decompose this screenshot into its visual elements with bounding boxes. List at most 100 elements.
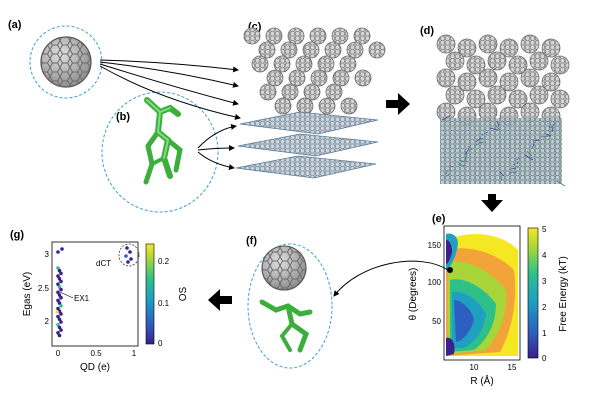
scatter-point [126, 260, 130, 264]
panel-g-ylabel: Egas (eV) [22, 272, 33, 316]
svg-text:0.5: 0.5 [90, 349, 102, 358]
scatter-point [57, 325, 62, 330]
panel-a: (a) [8, 19, 103, 99]
scatter-point [60, 247, 64, 251]
svg-text:0.1: 0.1 [158, 299, 170, 308]
svg-text:100: 100 [428, 278, 442, 287]
arrow-f-to-g [208, 289, 232, 311]
scatter-point [129, 257, 133, 261]
molecule-in-pair [259, 299, 313, 353]
scatter-point [128, 250, 132, 254]
panel-e-ylabel: θ (Degrees) [408, 268, 419, 321]
svg-text:3: 3 [542, 277, 547, 286]
scatter-point [59, 328, 63, 332]
scatter-point [56, 266, 60, 270]
dashed-ellipse-b [101, 91, 219, 213]
panel-g: (g) dCT EX1 3 2.5 2 0 0.5 1 QD (e) Egas … [10, 229, 189, 373]
panel-g-y-ticks: 3 2.5 2 [38, 250, 50, 326]
free-energy-map [446, 233, 518, 356]
arrow-c-to-d [386, 93, 410, 115]
scatter-point [59, 304, 63, 308]
svg-text:3: 3 [45, 250, 50, 259]
scatter-point [56, 250, 60, 254]
svg-text:5: 5 [542, 225, 547, 234]
svg-text:1: 1 [542, 329, 547, 338]
c60-amorphous-region [436, 34, 570, 126]
molecule-amorphous-region [440, 115, 566, 187]
scatter-point [125, 246, 129, 250]
scatter-point [59, 279, 63, 284]
dct-circle [118, 243, 140, 267]
acceptor-molecule [143, 97, 183, 185]
minimum-marker [447, 267, 453, 273]
scatter-point [59, 320, 63, 324]
scatter-point [56, 306, 60, 311]
svg-text:150: 150 [428, 241, 442, 250]
panel-d: (d) [420, 25, 570, 187]
os-colorbar [145, 243, 155, 345]
svg-text:15: 15 [508, 363, 517, 372]
scatter-point [57, 333, 62, 338]
scatter-point [57, 285, 62, 289]
scatter-point [57, 301, 62, 305]
arrows-a-to-c [99, 59, 241, 120]
scatter-point [57, 317, 62, 322]
scatter-point [59, 271, 63, 276]
svg-text:1: 1 [132, 349, 137, 358]
scatter-point [56, 322, 60, 327]
svg-text:50: 50 [432, 317, 441, 326]
scatter-points [55, 246, 133, 338]
panel-label-e: (e) [432, 213, 446, 225]
panel-g-colorbar-ticks: 0.2 0.1 0 [158, 257, 170, 348]
annotation-ex1: EX1 [74, 294, 90, 303]
scatter-point [56, 331, 60, 335]
scatter-point [57, 277, 62, 281]
svg-text:4: 4 [542, 251, 547, 260]
panel-c: (c) [235, 21, 386, 179]
svg-text:0: 0 [56, 349, 61, 358]
panel-e-colorbar-label: Free Energy (kT) [558, 256, 569, 332]
svg-text:0: 0 [542, 354, 547, 363]
svg-text:0: 0 [158, 339, 163, 348]
arrows-b-to-c [197, 123, 237, 171]
panel-e-xlabel: R (Å) [470, 374, 493, 387]
scatter-point [57, 268, 62, 273]
arrow-e-to-f [333, 260, 449, 297]
scatter-point [56, 314, 60, 319]
molecule-layers [235, 111, 379, 179]
scatter-point [56, 274, 60, 278]
panel-label-a: (a) [8, 19, 22, 31]
scatter-point [59, 312, 63, 316]
scatter-plot-frame [51, 241, 139, 347]
scatter-point [56, 298, 60, 303]
svg-text:2: 2 [45, 317, 50, 326]
panel-e-x-ticks: 10 15 [470, 363, 517, 372]
panel-label-f: (f) [246, 235, 257, 247]
panel-label-g: (g) [10, 229, 24, 241]
panel-e-y-ticks: 150 100 50 [428, 241, 442, 326]
annotation-dct: dCT [96, 259, 111, 268]
panel-e: (e) 150 100 50 10 15 R (Å) θ (Degrees) 5 [408, 213, 569, 387]
panel-g-colorbar-label: OS [178, 286, 189, 301]
scatter-point [57, 293, 62, 297]
panel-label-d: (d) [420, 25, 434, 37]
panel-b: (b) [101, 91, 219, 213]
free-energy-colorbar [527, 227, 539, 359]
scatter-point [56, 282, 60, 287]
dashed-ellipse-f [247, 243, 333, 369]
panel-label-b: (b) [116, 111, 130, 123]
panel-g-xlabel: QD (e) [80, 362, 110, 373]
panel-e-colorbar-ticks: 5 4 3 2 1 0 [542, 225, 547, 363]
scatter-point [59, 287, 63, 292]
svg-text:2: 2 [542, 303, 547, 312]
arrow-d-to-e [481, 194, 503, 212]
scatter-point [59, 295, 63, 300]
svg-text:2.5: 2.5 [38, 284, 50, 293]
scatter-point [124, 254, 128, 258]
panel-f: (f) [246, 235, 333, 369]
panel-g-x-ticks: 0 0.5 1 [56, 349, 137, 358]
c60-stack [243, 27, 386, 115]
svg-text:10: 10 [470, 363, 479, 372]
scatter-point [55, 310, 59, 314]
